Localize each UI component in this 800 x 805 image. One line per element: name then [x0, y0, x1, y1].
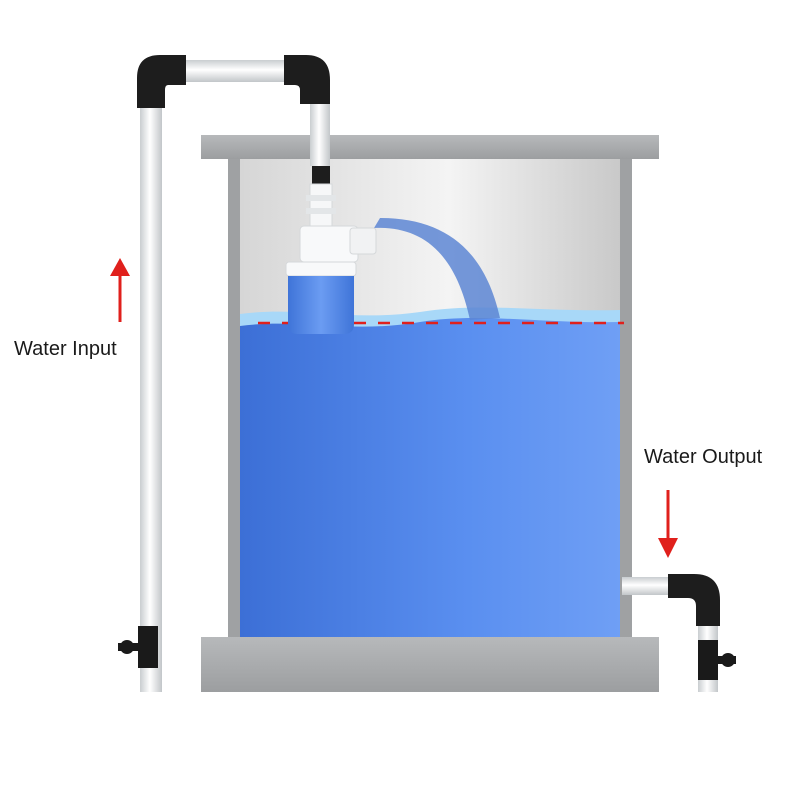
float-valve-icon: [285, 183, 377, 334]
inlet-pipe: [118, 55, 330, 692]
water-body: [240, 313, 620, 637]
tank-top-rim: [201, 135, 659, 159]
valve-handle-icon: [118, 626, 158, 668]
pipe-elbow-outlet: [668, 574, 720, 626]
arrow-down-icon: [658, 490, 678, 558]
outlet-pipe: [622, 574, 736, 692]
tank-base: [201, 637, 659, 692]
tank-left-wall: [228, 159, 240, 637]
tank-right-wall: [620, 159, 632, 637]
arrow-up-icon: [110, 258, 130, 322]
water-inflow-stream: [374, 218, 500, 320]
pipe-elbow-top-right: [284, 55, 330, 104]
water-input-label: Water Input: [14, 338, 117, 360]
water-tank: [201, 135, 659, 692]
water-output-label: Water Output: [644, 446, 763, 468]
valve-handle-icon: [698, 640, 736, 680]
pipe-elbow-top-left: [137, 55, 186, 108]
